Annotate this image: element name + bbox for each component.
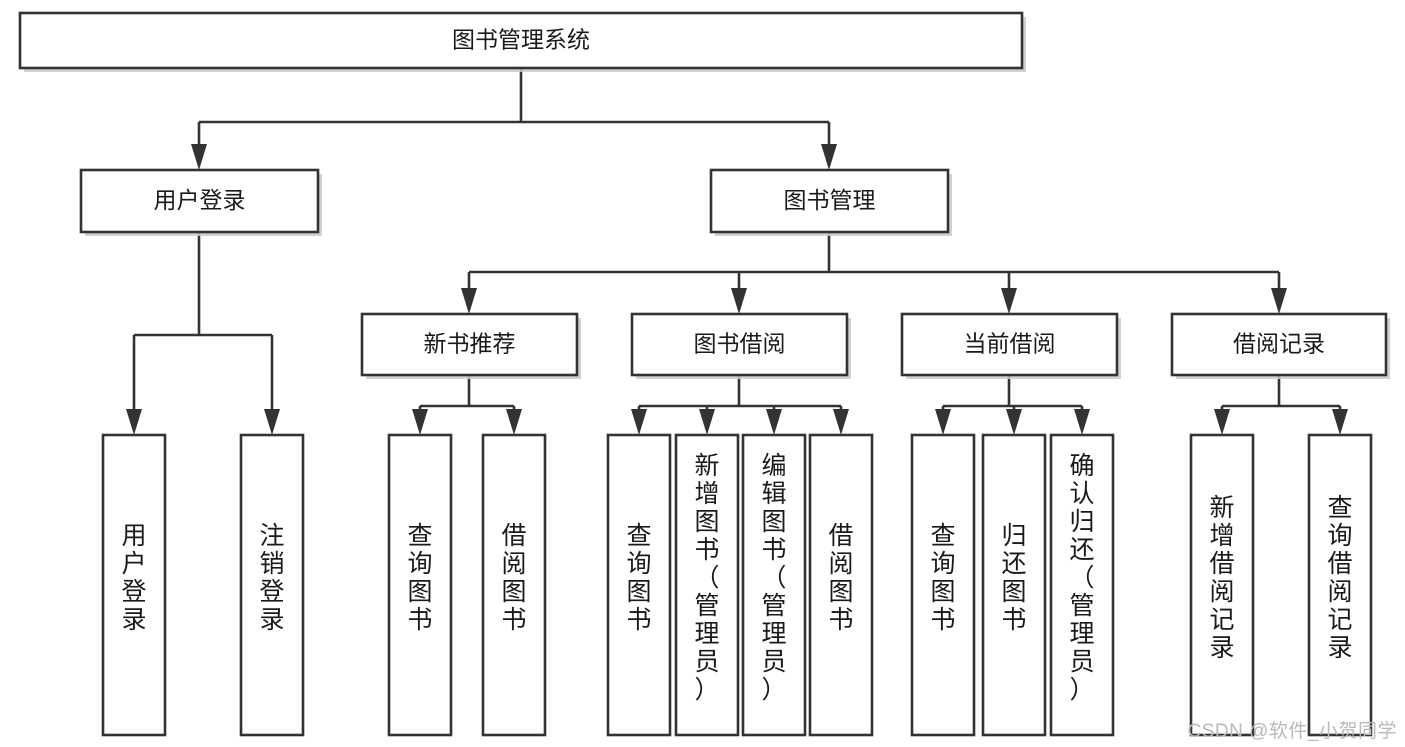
node-leaf-borrow-book[interactable]: 借阅图书 — [808, 433, 874, 737]
connector-bus-root — [191, 68, 837, 170]
node-label: 新增图书（管理员） — [694, 452, 719, 704]
node-label: 新增借阅记录 — [1209, 494, 1234, 662]
node-box[interactable] — [1049, 433, 1115, 737]
node-box[interactable] — [741, 433, 807, 737]
node-book-borrow[interactable]: 图书借阅 — [630, 312, 851, 379]
node-box[interactable] — [1307, 433, 1373, 737]
arrow-head-icon — [731, 288, 747, 314]
connector-bus-user-login — [126, 232, 280, 435]
arrow-head-icon — [631, 409, 647, 435]
node-leaf-borrow-book-recommend[interactable]: 借阅图书 — [481, 433, 547, 737]
arrow-head-icon — [264, 409, 280, 435]
node-label: 用户登录 — [121, 522, 146, 634]
arrow-head-icon — [1332, 409, 1348, 435]
node-leaf-query-book-recommend[interactable]: 查询图书 — [387, 433, 453, 737]
nodes-layer: 图书管理系统用户登录图书管理新书推荐图书借阅当前借阅借阅记录用户登录注销登录查询… — [18, 11, 1390, 737]
node-label: 查询图书 — [930, 522, 955, 634]
connector-bus-book-borrow — [631, 375, 849, 435]
node-box[interactable] — [1189, 433, 1255, 737]
node-box[interactable] — [900, 312, 1119, 377]
arrow-head-icon — [412, 409, 428, 435]
node-label: 确认归还（管理员） — [1069, 452, 1094, 704]
node-label: 图书管理系统 — [452, 27, 590, 53]
arrow-head-icon — [935, 409, 951, 435]
node-borrow-record[interactable]: 借阅记录 — [1170, 312, 1390, 379]
node-root[interactable]: 图书管理系统 — [18, 11, 1026, 72]
arrow-head-icon — [191, 144, 207, 170]
node-leaf-query-borrow-record[interactable]: 查询借阅记录 — [1307, 433, 1373, 737]
node-label: 新书推荐 — [424, 331, 516, 357]
connector-bus-new-book — [412, 375, 522, 435]
arrow-head-icon — [821, 144, 837, 170]
node-label: 借阅记录 — [1233, 331, 1325, 357]
node-box[interactable] — [674, 433, 740, 737]
node-box[interactable] — [1170, 312, 1388, 377]
node-leaf-query-book-current[interactable]: 查询图书 — [910, 433, 976, 737]
node-leaf-return-book[interactable]: 归还图书 — [981, 433, 1047, 737]
node-label: 借阅图书 — [828, 522, 853, 634]
node-label: 归还图书 — [1001, 522, 1026, 634]
node-label: 当前借阅 — [964, 331, 1056, 357]
node-label: 图书借阅 — [694, 331, 786, 357]
arrow-head-icon — [1271, 288, 1287, 314]
node-box[interactable] — [910, 433, 976, 737]
arrow-head-icon — [1001, 288, 1017, 314]
node-box[interactable] — [808, 433, 874, 737]
arrow-head-icon — [506, 409, 522, 435]
node-box[interactable] — [360, 312, 579, 377]
node-label: 查询图书 — [626, 522, 651, 634]
node-label: 注销登录 — [259, 522, 284, 634]
node-user-login-group[interactable]: 用户登录 — [79, 168, 322, 236]
connector-bus-current-borrow — [935, 375, 1090, 435]
node-current-borrow[interactable]: 当前借阅 — [900, 312, 1121, 379]
node-label: 编辑图书（管理员） — [761, 452, 786, 704]
arrow-head-icon — [699, 409, 715, 435]
node-box[interactable] — [18, 11, 1024, 70]
node-box[interactable] — [630, 312, 849, 377]
node-label: 用户登录 — [154, 187, 246, 213]
node-leaf-query-book-borrow[interactable]: 查询图书 — [606, 433, 672, 737]
arrow-head-icon — [126, 409, 142, 435]
node-leaf-add-book-admin[interactable]: 新增图书（管理员） — [674, 433, 740, 737]
node-box[interactable] — [387, 433, 453, 737]
node-leaf-user-login[interactable]: 用户登录 — [101, 433, 167, 737]
node-leaf-user-logout[interactable]: 注销登录 — [239, 433, 305, 737]
node-label: 借阅图书 — [501, 522, 526, 634]
node-box[interactable] — [481, 433, 547, 737]
node-leaf-confirm-return-admin[interactable]: 确认归还（管理员） — [1049, 433, 1115, 737]
node-box[interactable] — [981, 433, 1047, 737]
arrow-head-icon — [461, 288, 477, 314]
node-label: 查询图书 — [407, 522, 432, 634]
connector-bus-book-manage — [461, 232, 1287, 314]
node-leaf-edit-book-admin[interactable]: 编辑图书（管理员） — [741, 433, 807, 737]
arrow-head-icon — [1214, 409, 1230, 435]
node-book-manage-group[interactable]: 图书管理 — [709, 168, 952, 236]
arrow-head-icon — [766, 409, 782, 435]
node-box[interactable] — [239, 433, 305, 737]
arrow-head-icon — [1074, 409, 1090, 435]
node-leaf-add-borrow-record[interactable]: 新增借阅记录 — [1189, 433, 1255, 737]
node-box[interactable] — [101, 433, 167, 737]
connector-bus-borrow-record — [1214, 375, 1348, 435]
node-box[interactable] — [79, 168, 320, 234]
node-box[interactable] — [606, 433, 672, 737]
node-label: 图书管理 — [784, 187, 876, 213]
arrow-head-icon — [833, 409, 849, 435]
connectors-layer — [126, 68, 1348, 435]
node-label: 查询借阅记录 — [1327, 494, 1352, 662]
node-box[interactable] — [709, 168, 950, 234]
arrow-head-icon — [1006, 409, 1022, 435]
node-new-book-recommend[interactable]: 新书推荐 — [360, 312, 581, 379]
